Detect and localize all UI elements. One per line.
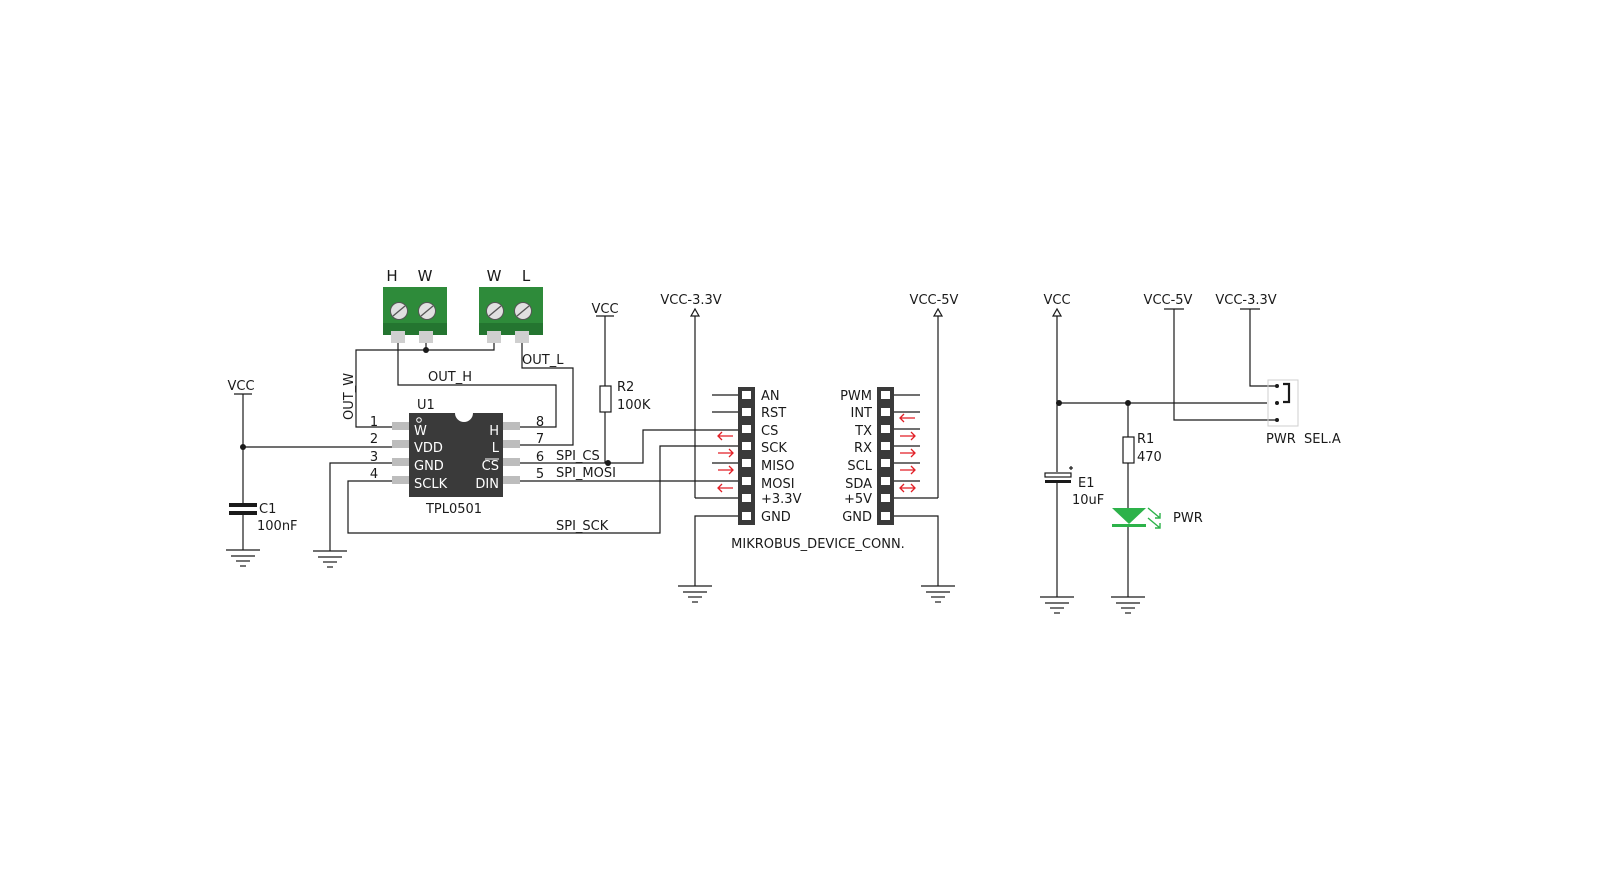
u1-pin-num-5: 5 xyxy=(536,467,544,482)
u1-pin-name-w: W xyxy=(414,424,427,439)
mikrobus-pin-scl: SCL xyxy=(847,459,872,474)
jumper-pwr-sel xyxy=(1267,379,1299,427)
jumper-ref: PWR xyxy=(1266,432,1296,447)
terminal-wires xyxy=(355,343,574,446)
mikrobus-right-header xyxy=(877,387,894,525)
direction-arrows-right xyxy=(899,413,916,493)
mikrobus-pin-rst: RST xyxy=(761,406,786,421)
u1-pin-num-2: 2 xyxy=(370,432,378,447)
vcc-label-power: VCC xyxy=(1043,293,1070,308)
vcc-5v-label: VCC-5V xyxy=(910,293,959,308)
vcc-label-r2: VCC xyxy=(591,302,618,317)
vcc-power-symbol xyxy=(1051,307,1063,472)
vcc-5v-symbol xyxy=(932,307,944,498)
mikrobus-connector-name: MIKROBUS_DEVICE_CONN. xyxy=(731,537,905,552)
ground-symbol-5v xyxy=(921,585,955,603)
vcc-3v3-symbol xyxy=(689,307,701,498)
e1-ref: E1 xyxy=(1078,476,1095,491)
r2-value: 100K xyxy=(617,398,651,413)
terminal-label-w-right: W xyxy=(487,267,502,285)
mikrobus-pin-sck: SCK xyxy=(761,441,787,456)
u1-pin-name-gnd: GND xyxy=(414,459,444,474)
u1-pin-name-vdd: VDD xyxy=(414,441,443,456)
net-spi-cs: SPI_CS xyxy=(556,449,600,464)
vcc-3v3-jumper-symbol xyxy=(1240,308,1277,387)
jumper-label: SEL.A xyxy=(1304,432,1341,447)
r2-ref: R2 xyxy=(617,380,634,395)
u1-pin-num-7: 7 xyxy=(536,432,544,447)
u1-pin-num-6: 6 xyxy=(536,450,544,465)
u1-part: TPL0501 xyxy=(425,502,482,517)
resistor-r2 xyxy=(599,385,612,413)
mikrobus-right-stubs xyxy=(894,394,920,482)
mikrobus-pin-rx: RX xyxy=(854,441,872,456)
r1-value: 470 xyxy=(1137,450,1162,465)
mikrobus-pin-int: INT xyxy=(851,406,873,421)
vcc-label-c1: VCC xyxy=(227,379,254,394)
mikrobus-pin-3v3: +3.3V xyxy=(761,492,802,507)
c1-ref: C1 xyxy=(259,502,276,517)
u1-pin-num-3: 3 xyxy=(370,450,378,465)
mikrobus-pin-cs: CS xyxy=(761,424,778,439)
mikrobus-pin-miso: MISO xyxy=(761,459,795,474)
c1-value: 100nF xyxy=(257,519,298,534)
mikrobus-left-stubs xyxy=(712,394,740,464)
vcc-3v3-label: VCC-3.3V xyxy=(660,293,721,308)
mikrobus-pin-an: AN xyxy=(761,389,780,404)
capacitor-c1 xyxy=(229,503,257,550)
mikrobus-pin-5v: +5V xyxy=(844,492,872,507)
jumper-vcc-3v3-label: VCC-3.3V xyxy=(1215,293,1276,308)
terminal-label-w-left: W xyxy=(418,267,433,285)
ground-symbol-c1 xyxy=(226,549,260,567)
u1-pin-name-h: H xyxy=(489,424,499,439)
u1-pin-name-din: DIN xyxy=(475,477,499,492)
mikrobus-pin-gnd-right: GND xyxy=(842,510,872,525)
u1-pin-name-l: L xyxy=(492,441,500,456)
net-spi-mosi: SPI_MOSI xyxy=(556,466,616,481)
jumper-vcc-5v-label: VCC-5V xyxy=(1144,293,1193,308)
u1-pin-num-8: 8 xyxy=(536,415,544,430)
ground-symbol-u1 xyxy=(313,550,347,568)
mikrobus-left-header xyxy=(738,387,755,525)
u1-pin-num-4: 4 xyxy=(370,467,378,482)
terminal-label-l: L xyxy=(522,267,531,285)
net-out-w: OUT_W xyxy=(342,373,357,420)
ground-symbol-3v3 xyxy=(678,585,712,603)
ground-symbol-led xyxy=(1111,596,1145,614)
vcc-5v-jumper-symbol xyxy=(1164,308,1277,421)
mikrobus-pin-pwm: PWM xyxy=(840,389,872,404)
capacitor-e1 xyxy=(1044,466,1073,597)
terminal-block-right xyxy=(479,287,543,343)
direction-arrows-left xyxy=(717,431,734,493)
mikrobus-pin-sda: SDA xyxy=(845,477,872,492)
u1-pin-name-cs: CS xyxy=(482,459,499,474)
u1-ic xyxy=(392,413,520,497)
net-out-l: OUT_L xyxy=(522,353,564,368)
led-label: PWR xyxy=(1173,511,1203,526)
mikrobus-pin-mosi: MOSI xyxy=(761,477,795,492)
resistor-r1 xyxy=(1122,436,1135,464)
ground-symbol-e1 xyxy=(1040,596,1074,614)
u1-pin-name-sclk: SCLK xyxy=(414,477,448,492)
mikrobus-pin-gnd-left: GND xyxy=(761,510,791,525)
net-out-h: OUT_H xyxy=(428,370,472,385)
mikrobus-pin-tx: TX xyxy=(854,424,872,439)
r1-ref: R1 xyxy=(1137,432,1154,447)
terminal-label-h: H xyxy=(386,267,397,285)
terminal-block-left xyxy=(383,287,447,343)
u1-ref: U1 xyxy=(417,398,435,413)
led-pwr xyxy=(1112,507,1161,529)
u1-pin-num-1: 1 xyxy=(370,415,378,430)
e1-value: 10uF xyxy=(1072,493,1104,508)
vcc-symbol-r2 xyxy=(596,315,614,386)
net-spi-sck: SPI_SCK xyxy=(556,519,609,534)
